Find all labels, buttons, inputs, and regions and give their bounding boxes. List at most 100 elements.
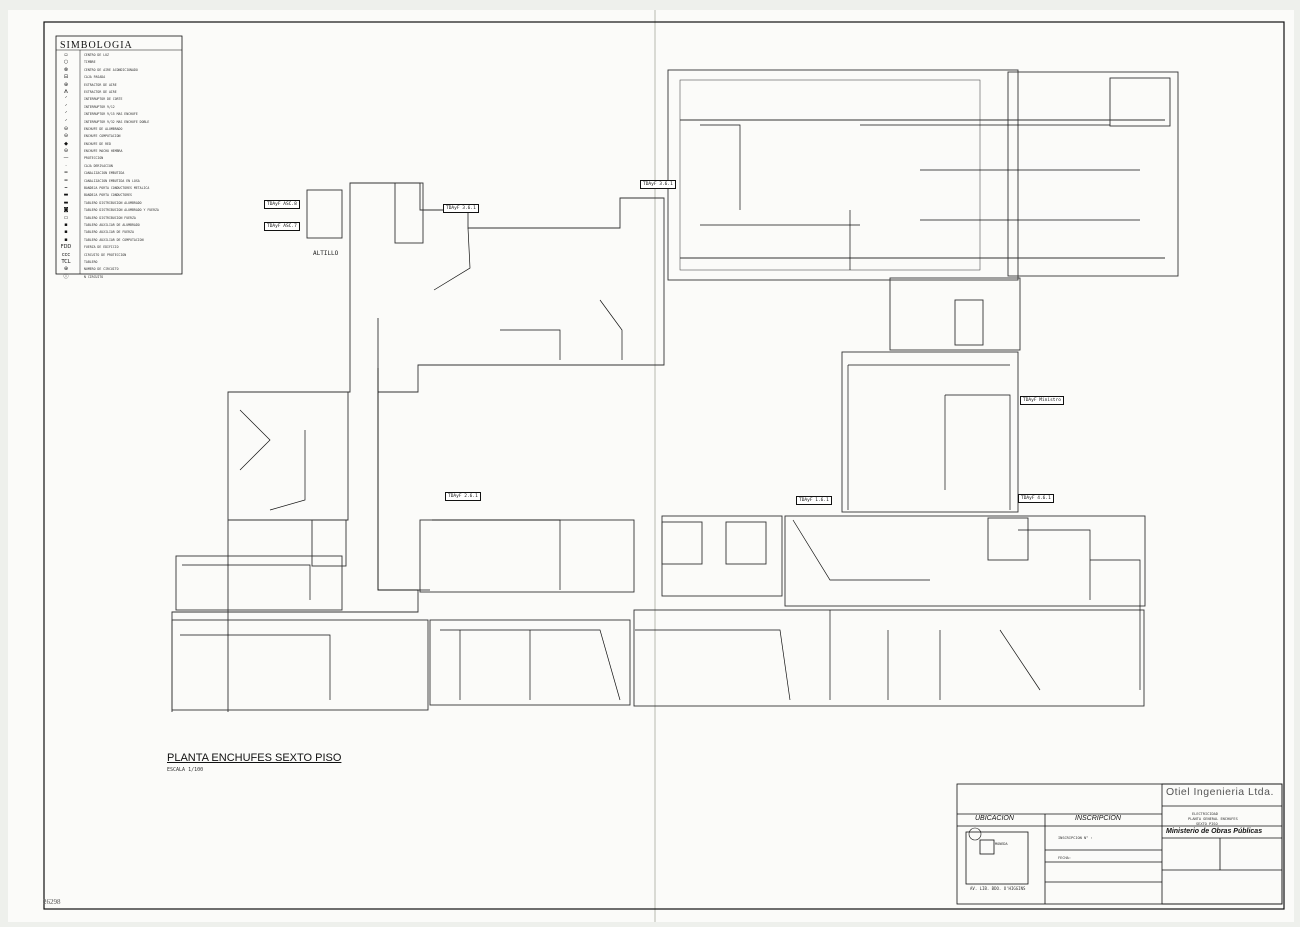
legend-item: ▪ TABLERO AUXILIAR DE FUERZA xyxy=(58,229,180,236)
legend-item-label: TABLERO AUXILIAR DE FUERZA xyxy=(84,230,134,235)
legend-symbol-icon: ᐟ xyxy=(64,103,68,110)
legend-item: ccc CIRCUITO DE PROTECCION xyxy=(58,252,180,259)
legend-item: ═ CANALIZACION EMBUTIDA EN LOSA xyxy=(58,178,180,185)
legend-item-label: TABLERO AUXILIAR DE COMPUTACION xyxy=(84,237,144,242)
legend-item-label: CENTRO DE AIRE ACONDICIONADO xyxy=(84,67,138,72)
project-line-3: SEXTO PISO xyxy=(1196,822,1218,826)
legend-item-label: ENCHUFE COMPUTACION xyxy=(84,134,121,139)
panel-tag-361-a: TDAyF 3.6.1 xyxy=(443,204,479,213)
legend-item-label: TIMBRE xyxy=(84,60,96,65)
legend-item: ⊖ENCHUFE MACHO HEMBRA xyxy=(58,148,180,155)
legend-item: ▬TABLERO DISTRIBUCION ALUMBRADO xyxy=(58,200,180,207)
plan-title: PLANTA ENCHUFES SEXTO PISO xyxy=(167,752,342,764)
legend-title: SIMBOLOGIA xyxy=(60,40,133,51)
legend-symbol-icon: ⊖ xyxy=(63,133,69,140)
legend-symbol-icon: FDD xyxy=(60,244,72,251)
legend-symbol-icon: ▪ xyxy=(64,221,68,228)
legend-symbol-icon: ᐟ xyxy=(64,96,68,103)
legend-item: ᐟ INTERRUPTOR 9/15 MAS ENCHUFE xyxy=(58,111,180,118)
legend-item-label: TABLERO DISTRIBUCION ALUMBRADO Y FUERZA xyxy=(84,208,159,213)
location-street: AV. LIB. BDO. O'HIGGINS xyxy=(970,886,1026,891)
legend-list: ▫ CENTRO DE LUZ ○ TIMBRE ⊗CENTRO DE AIRE ACO… xyxy=(58,52,180,281)
legend-symbol-icon: · xyxy=(65,162,67,169)
legend-item: — PROTECCION xyxy=(58,155,180,162)
legend-item: · CAJA DERIVACION xyxy=(58,163,180,170)
title-block xyxy=(956,783,1283,905)
legend-symbol-icon: ◆ xyxy=(64,140,68,147)
legend-item-label: N CIRCUITO xyxy=(84,274,104,279)
legend-item: ┅BANDEJA PORTA CONDUCTORES METALICA xyxy=(58,185,180,192)
legend-symbol-icon: ⓘ xyxy=(63,273,69,280)
legend-item-label: TABLERO xyxy=(84,259,98,264)
legend-item: ⊖ENCHUFE DE ALUMBRADO xyxy=(58,126,180,133)
legend-item: ▪ TABLERO AUXILIAR DE ALUMBRADO xyxy=(58,222,180,229)
panel-tag-161: TDAyF 1.6.1 xyxy=(796,496,832,505)
legend-item: ⊟ CAJA PASADA xyxy=(58,74,180,81)
legend-item: ᗑ EXTRACTOR DE AIRE xyxy=(58,89,180,96)
legend-item-label: CANALIZACION EMBUTIDA xyxy=(84,171,125,176)
legend-symbol-icon: ▪ xyxy=(64,229,68,236)
plan-scale: ESCALA 1/100 xyxy=(167,767,204,773)
legend-symbol-icon: ◙ xyxy=(63,207,69,214)
legend-item-label: INTERRUPTOR 9/12 xyxy=(84,104,115,109)
legend-symbol-icon: ▫ xyxy=(64,52,68,58)
location-street-2: MONEDA xyxy=(995,842,1008,846)
legend-symbol-icon: ᐟ xyxy=(64,118,68,125)
legend-item: ▪TABLERO AUXILIAR DE COMPUTACION xyxy=(58,237,180,244)
legend-symbol-icon: — xyxy=(63,155,69,162)
legend-item: ◙ TABLERO DISTRIBUCION ALUMBRADO Y FUERZA xyxy=(58,207,180,214)
legend-item: ⓘ N CIRCUITO xyxy=(58,274,180,281)
legend-item-label: CIRCUITO DE PROTECCION xyxy=(84,252,127,257)
legend-item-label: ENCHUFE MACHO HEMBRA xyxy=(84,149,123,154)
wiring xyxy=(180,124,1141,701)
legend-item: FDD FUERZA DE EDIFICIO xyxy=(58,244,180,251)
legend-item: ⊗CENTRO DE AIRE ACONDICIONADO xyxy=(58,67,180,74)
legend-item-label: CENTRO DE LUZ xyxy=(84,53,109,57)
legend-symbol-icon: ⊕ xyxy=(63,81,69,88)
legend-item: ▫ CENTRO DE LUZ xyxy=(58,52,180,59)
legend-item-label: TABLERO DISTRIBUCION ALUMBRADO xyxy=(84,200,142,205)
legend-item-label: CAJA PASADA xyxy=(84,75,106,80)
panel-tag-461: TDAyF 4.6.1 xyxy=(1018,494,1054,503)
legend-item-label: CANALIZACION EMBUTIDA EN LOSA xyxy=(84,178,140,183)
legend-item-label: FUERZA DE EDIFICIO xyxy=(84,245,119,250)
legend-symbol-icon: ▬ xyxy=(63,192,69,199)
legend-item-label: BANDEJA PORTA CONDUCTORES METALICA xyxy=(84,186,150,191)
legend-symbol-icon: ⊟ xyxy=(63,74,69,81)
altillo-label: ALTILLO xyxy=(313,250,339,257)
legend-item-label: CAJA DERIVACION xyxy=(84,163,113,168)
panel-tag-asc8: TDAyF ASC.8 xyxy=(264,200,300,209)
archive-stamp: 26298 xyxy=(43,898,61,906)
legend-item-label: TABLERO AUXILIAR DE ALUMBRADO xyxy=(84,222,140,227)
legend-item-label: PROTECCION xyxy=(84,156,104,161)
legend-item-label: INTERRUPTOR DE CORTE xyxy=(84,97,123,102)
legend-symbol-icon: ○ xyxy=(63,59,69,66)
floor-plan xyxy=(171,69,1179,712)
legend-symbol-icon: ᐟ xyxy=(64,111,68,118)
legend-item: ⊕NUMERO DE CIRCUITO xyxy=(58,266,180,273)
legend-box xyxy=(55,35,183,275)
legend-item: ⊕EXTRACTOR DE AIRE xyxy=(58,82,180,89)
inscripcion-header: INSCRIPCION xyxy=(1075,815,1121,822)
legend-symbol-icon: ᗑ xyxy=(63,88,69,95)
legend-item-label: ENCHUFE DE ALUMBRADO xyxy=(84,126,123,131)
legend-item-label: EXTRACTOR DE AIRE xyxy=(84,89,117,94)
inscription-line-2: FECHA: xyxy=(1058,856,1071,860)
legend-symbol-icon: ▭ xyxy=(63,214,69,221)
panel-tag-361-b: TDAyF 3.6.1 xyxy=(640,180,676,189)
legend-item: ᐟ INTERRUPTOR 9/12 xyxy=(58,104,180,111)
legend-item-label: TABLERO DISTRIBUCION FUERZA xyxy=(84,215,136,220)
legend-symbol-icon: ═ xyxy=(64,177,68,184)
legend-item-label: INTERRUPTOR 9/15 MAS ENCHUFE xyxy=(84,112,138,117)
project-line-2: PLANTA GENERAL ENCHUFES xyxy=(1188,817,1238,821)
company-name: Otiel Ingenieria Ltda. xyxy=(1166,786,1274,798)
legend-item: ═CANALIZACION EMBUTIDA xyxy=(58,170,180,177)
panel-tag-261: TDAyF 2.6.1 xyxy=(445,492,481,501)
legend-item-label: ENCHUFE DE RED xyxy=(84,141,111,146)
legend-item: ○ TIMBRE xyxy=(58,59,180,66)
ubicacion-header: UBICACION xyxy=(975,815,1014,822)
legend-item-label: BANDEJA PORTA CONDUCTORES xyxy=(84,193,132,198)
inscription-line-1: INSCRIPCION N° : xyxy=(1058,836,1093,840)
legend-symbol-icon: ccc xyxy=(61,251,71,258)
